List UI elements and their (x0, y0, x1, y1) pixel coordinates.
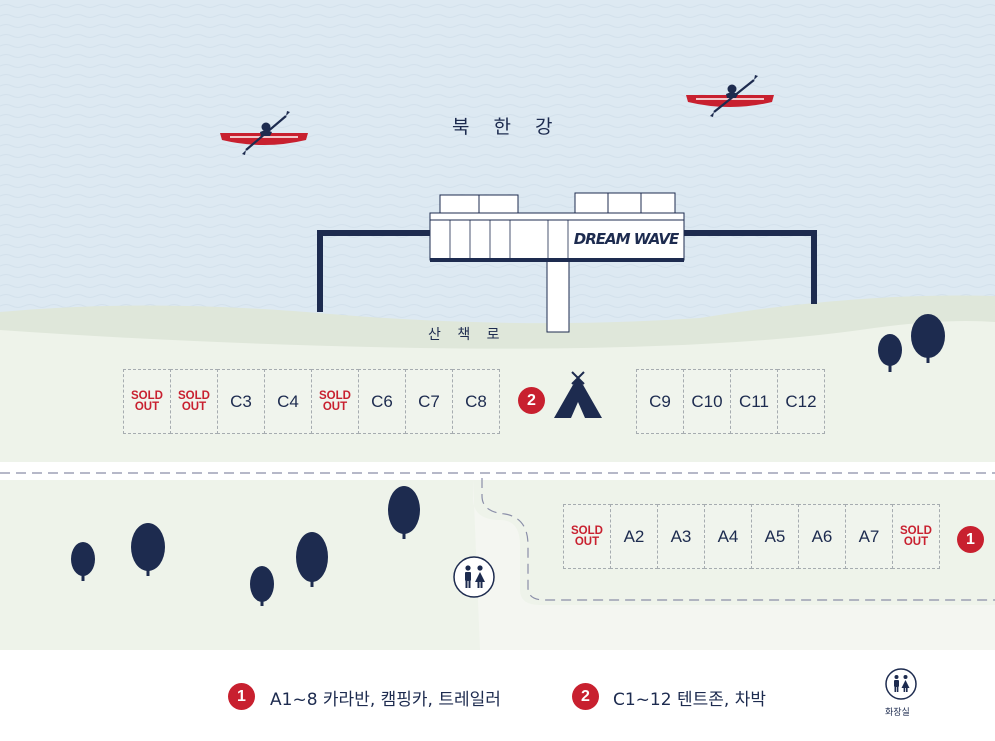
campsite-c7[interactable]: C7 (405, 369, 453, 434)
legend-marker-2: 2 (572, 683, 599, 710)
campsite-a1[interactable]: SOLD OUT (563, 504, 611, 569)
campsite-c4[interactable]: C4 (264, 369, 312, 434)
campsite-c6[interactable]: C6 (358, 369, 406, 434)
campsite-a8[interactable]: SOLD OUT (892, 504, 940, 569)
campsite-a7[interactable]: A7 (845, 504, 893, 569)
campsite-c2[interactable]: SOLD OUT (170, 369, 218, 434)
campsite-c3[interactable]: C3 (217, 369, 265, 434)
legend-text-1: A1~8 카라반, 캠핑카, 트레일러 (270, 690, 501, 710)
legend-area (0, 651, 995, 741)
campsite-a3[interactable]: A3 (657, 504, 705, 569)
campsite-c1[interactable]: SOLD OUT (123, 369, 171, 434)
tree-icon (250, 566, 274, 606)
kayak-icon (220, 111, 308, 155)
campsite-c12[interactable]: C12 (777, 369, 825, 434)
zone-a-marker: 1 (957, 526, 984, 553)
tree-icon (71, 542, 95, 581)
campsite-a6[interactable]: A6 (798, 504, 846, 569)
legend-marker-1: 1 (228, 683, 255, 710)
tree-icon (911, 314, 945, 363)
dream-wave-building: DREAM WAVE (429, 192, 685, 262)
campsite-c10[interactable]: C10 (683, 369, 731, 434)
legend-text-2: C1~12 텐트존, 차박 (613, 690, 766, 710)
pier (317, 230, 817, 312)
zone-a-access-road (473, 478, 995, 650)
campsite-c5[interactable]: SOLD OUT (311, 369, 359, 434)
tree-icon (296, 532, 328, 587)
zone-c-marker: 2 (518, 387, 545, 414)
tree-icon (388, 486, 420, 539)
walkway-label: 산 책 로 (428, 327, 506, 343)
campsite-a2[interactable]: A2 (610, 504, 658, 569)
tree-icon (878, 334, 902, 372)
restroom-icon (453, 556, 495, 598)
tree-icon (131, 523, 165, 576)
upper-ground (0, 321, 995, 470)
campsite-c9[interactable]: C9 (636, 369, 684, 434)
campsite-c11[interactable]: C11 (730, 369, 778, 434)
trees (71, 314, 945, 606)
campsite-c8[interactable]: C8 (452, 369, 500, 434)
kayak-icon (686, 75, 774, 117)
building-sign: DREAM WAVE (574, 230, 680, 248)
river-label: 북 한 강 (452, 116, 562, 138)
tent-icon (554, 371, 602, 418)
campsite-a5[interactable]: A5 (751, 504, 799, 569)
restroom-icon (885, 668, 917, 700)
road (0, 462, 995, 480)
campsite-a4[interactable]: A4 (704, 504, 752, 569)
restroom-label: 화장실 (885, 708, 910, 718)
